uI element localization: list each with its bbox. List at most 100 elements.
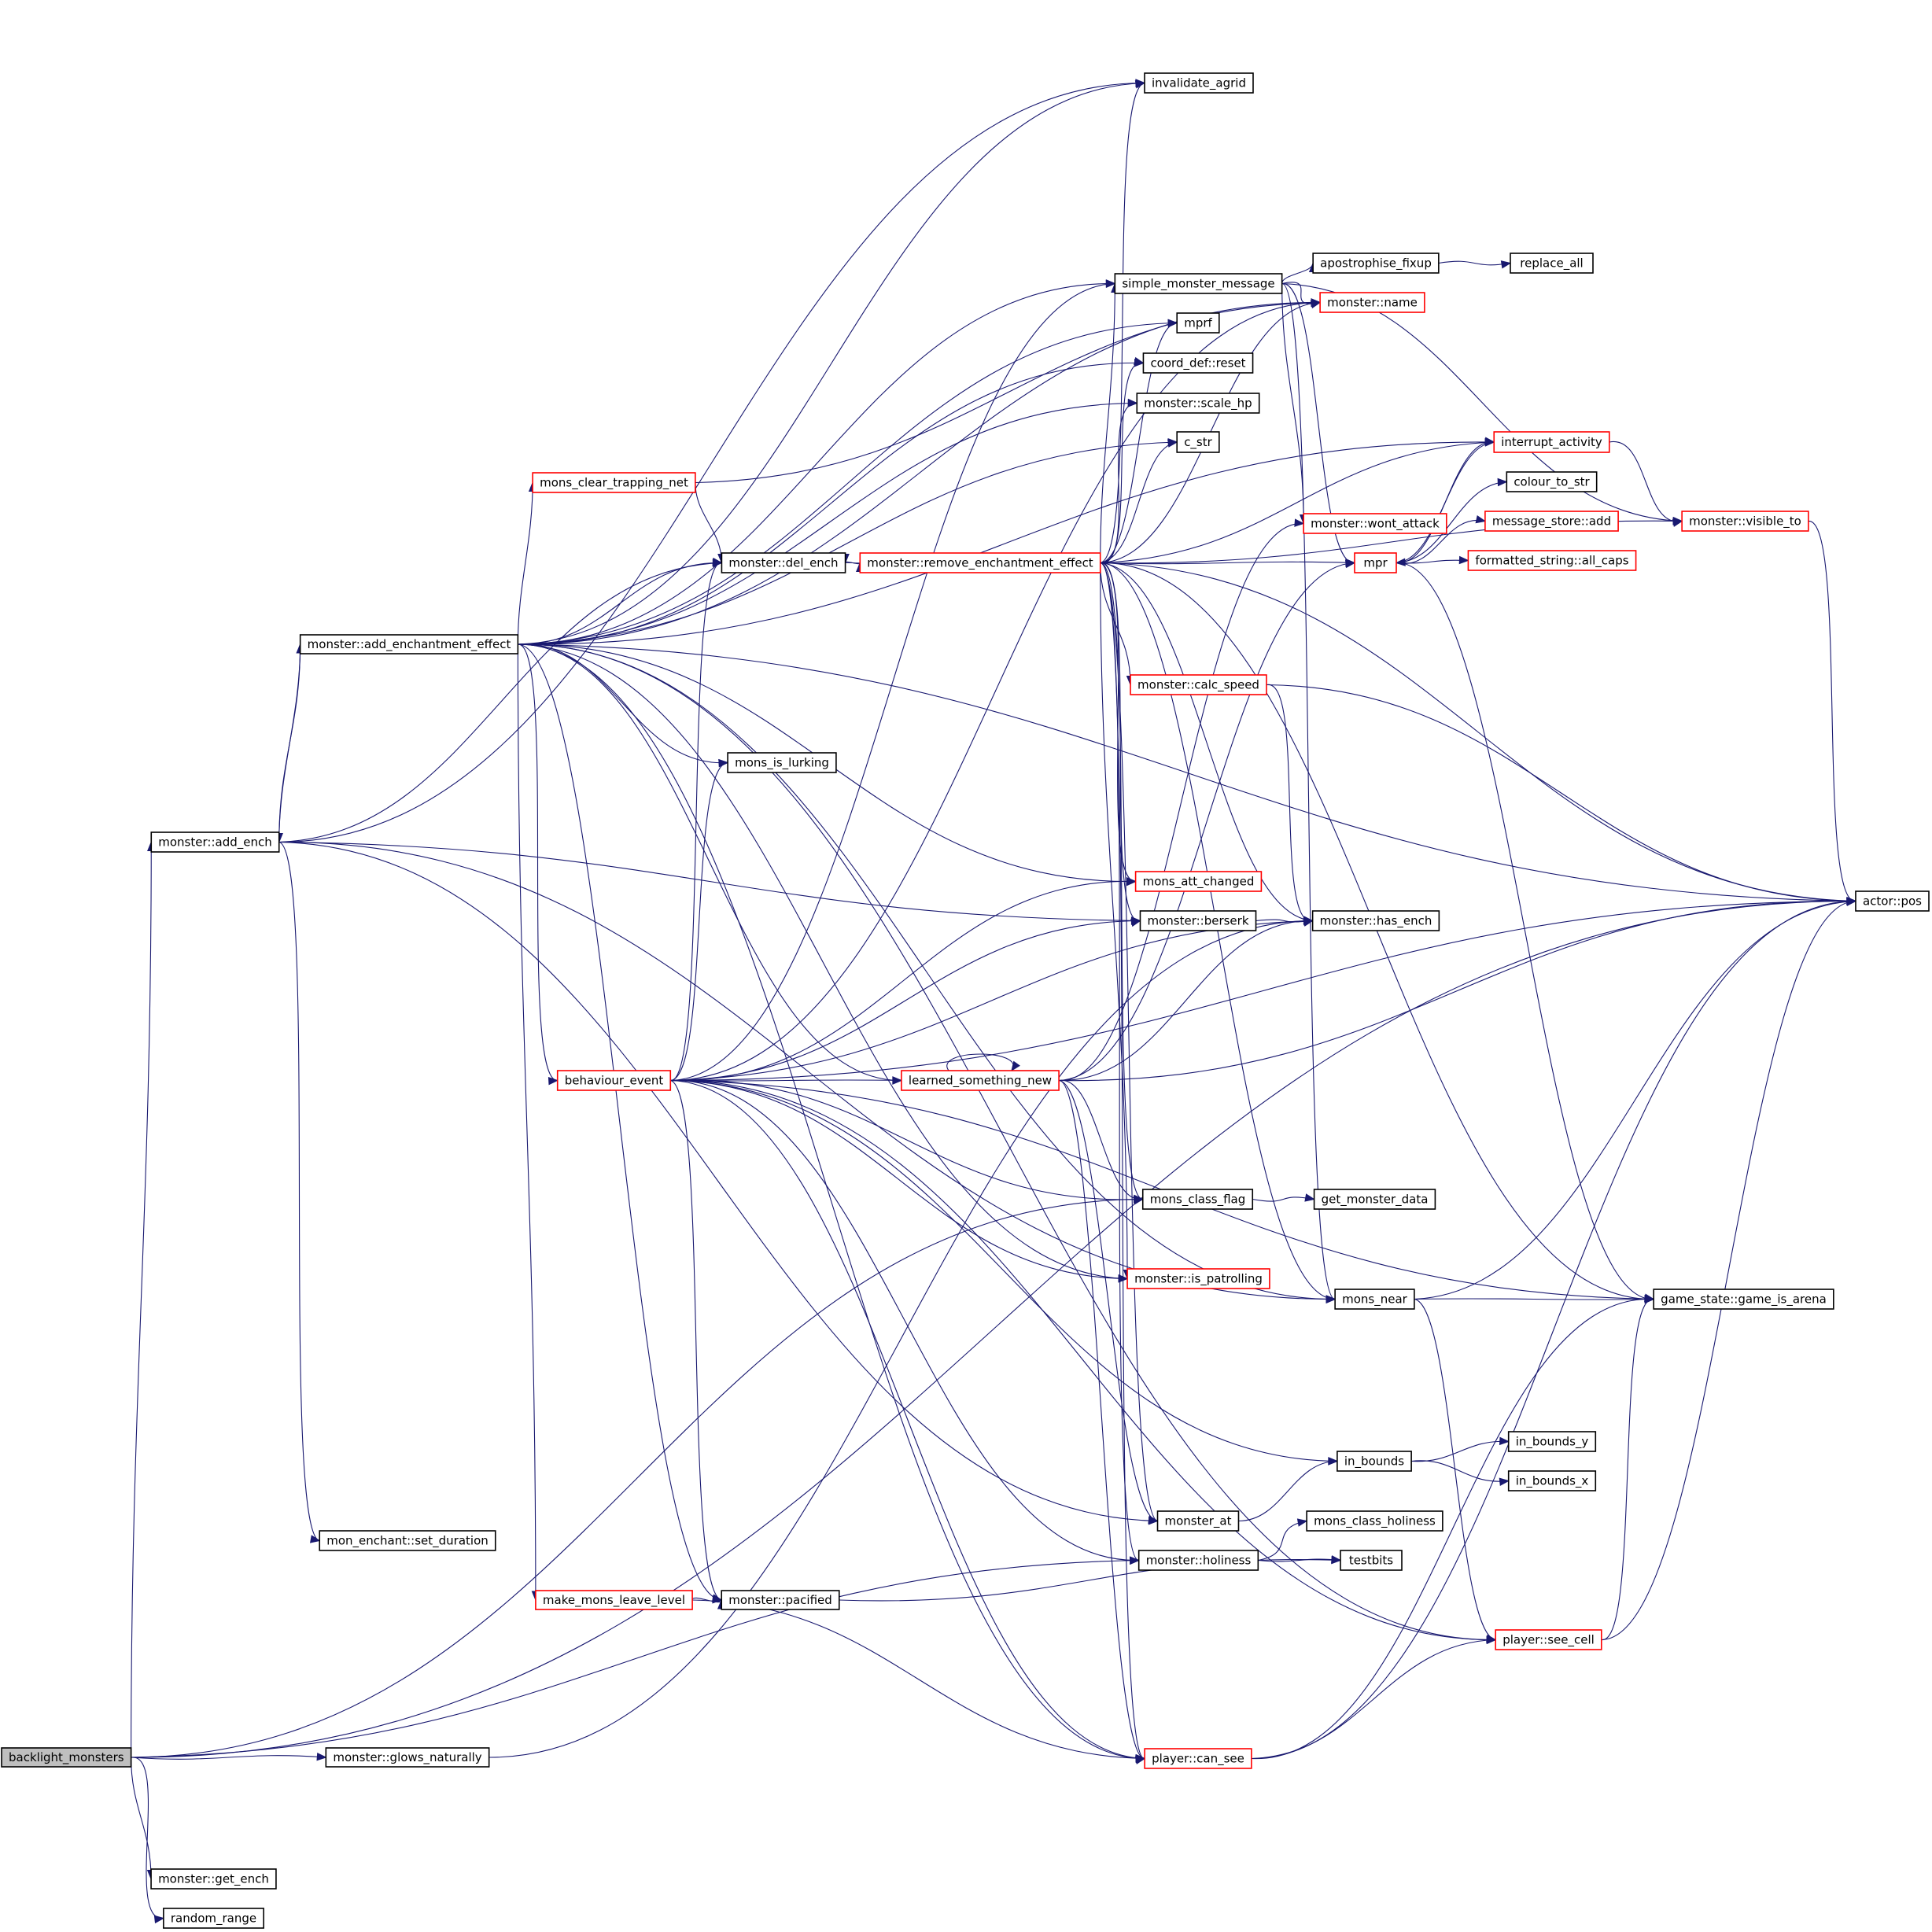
node-mons-clear-trapping-net[interactable]: mons_clear_trapping_net <box>532 472 696 493</box>
node-box[interactable] <box>721 552 846 573</box>
node-box[interactable] <box>721 1590 840 1610</box>
node-box[interactable] <box>150 831 280 853</box>
node-box[interactable] <box>1319 292 1425 313</box>
node-box[interactable] <box>1141 1189 1254 1210</box>
node-mons-near[interactable]: mons_near <box>1334 1289 1415 1310</box>
node-in-bounds-x[interactable]: in_bounds_x <box>1507 1470 1597 1491</box>
node-get-ench[interactable]: monster::get_ench <box>150 1868 277 1890</box>
node-has-ench[interactable]: monster::has_ench <box>1311 910 1440 931</box>
node-message-store-add[interactable]: message_store::add <box>1484 511 1619 532</box>
node-box[interactable] <box>299 634 519 654</box>
node-all-caps[interactable]: formatted_string::all_caps <box>1467 550 1637 571</box>
node-box[interactable] <box>859 552 1101 573</box>
node-monster-name[interactable]: monster::name <box>1319 292 1425 313</box>
node-invalidate-agrid[interactable]: invalidate_agrid <box>1144 72 1254 94</box>
node-box[interactable] <box>319 1530 496 1551</box>
node-mons-is-lurking[interactable]: mons_is_lurking <box>727 752 837 773</box>
node-box[interactable] <box>1142 352 1254 374</box>
node-box[interactable] <box>1137 1550 1259 1571</box>
node-box[interactable] <box>1126 1268 1270 1289</box>
node-box[interactable] <box>532 472 696 493</box>
node-box[interactable] <box>1510 253 1594 274</box>
node-mons-class-holiness[interactable]: mons_class_holiness <box>1306 1510 1443 1532</box>
node-box[interactable] <box>1337 1451 1412 1472</box>
node-colour-to-str[interactable]: colour_to_str <box>1506 471 1598 492</box>
node-berserk[interactable]: monster::berserk <box>1139 910 1257 931</box>
node-box[interactable] <box>1484 511 1619 532</box>
node-visible-to[interactable]: monster::visible_to <box>1681 511 1809 532</box>
node-random-range[interactable]: random_range <box>163 1908 264 1929</box>
node-game-is-arena[interactable]: game_state::game_is_arena <box>1653 1289 1834 1310</box>
node-c-str[interactable]: c_str <box>1176 431 1220 453</box>
node-mprf[interactable]: mprf <box>1176 312 1220 334</box>
node-box[interactable] <box>1144 1748 1252 1769</box>
node-box[interactable] <box>1114 273 1283 294</box>
node-scale-hp[interactable]: monster::scale_hp <box>1136 393 1260 414</box>
node-backlight-monsters[interactable]: backlight_monsters <box>1 1747 132 1768</box>
node-box[interactable] <box>1507 1431 1597 1452</box>
node-box[interactable] <box>1312 253 1440 274</box>
node-holiness[interactable]: monster::holiness <box>1137 1550 1259 1571</box>
node-mpr[interactable]: mpr <box>1354 552 1397 573</box>
node-make-mons-leave-level[interactable]: make_mons_leave_level <box>535 1590 693 1610</box>
node-set-duration[interactable]: mon_enchant::set_duration <box>319 1530 496 1551</box>
node-add-ench[interactable]: monster::add_ench <box>150 831 280 853</box>
node-box[interactable] <box>1495 1629 1602 1650</box>
node-box[interactable] <box>1130 674 1267 695</box>
node-add-enchantment-effect[interactable]: monster::add_enchantment_effect <box>299 634 519 654</box>
node-box[interactable] <box>1493 431 1610 453</box>
node-remove-enchantment-effect[interactable]: monster::remove_enchantment_effect <box>859 552 1101 573</box>
node-box[interactable] <box>163 1908 264 1929</box>
node-can-see[interactable]: player::can_see <box>1144 1748 1252 1769</box>
node-glows-naturally[interactable]: monster::glows_naturally <box>325 1747 490 1768</box>
node-box[interactable] <box>1311 910 1440 931</box>
node-box[interactable] <box>535 1590 693 1610</box>
node-simple-monster-message[interactable]: simple_monster_message <box>1114 273 1283 294</box>
node-box[interactable] <box>1467 550 1637 571</box>
node-box[interactable] <box>901 1070 1060 1091</box>
node-in-bounds-y[interactable]: in_bounds_y <box>1507 1431 1597 1452</box>
node-box[interactable] <box>325 1747 490 1768</box>
node-monster-at[interactable]: monster_at <box>1156 1510 1240 1532</box>
node-box[interactable] <box>1681 511 1809 532</box>
node-box[interactable] <box>556 1070 672 1091</box>
node-get-monster-data[interactable]: get_monster_data <box>1313 1189 1436 1210</box>
node-box[interactable] <box>1334 1289 1415 1310</box>
node-box[interactable] <box>1303 513 1447 534</box>
node-del-ench[interactable]: monster::del_ench <box>721 552 846 573</box>
node-box[interactable] <box>1136 393 1260 414</box>
node-box[interactable] <box>150 1868 277 1890</box>
node-in-bounds[interactable]: in_bounds <box>1337 1451 1412 1472</box>
node-box[interactable] <box>1507 1470 1597 1491</box>
node-mons-att-changed[interactable]: mons_att_changed <box>1134 871 1263 892</box>
node-box[interactable] <box>1139 910 1257 931</box>
node-is-patrolling[interactable]: monster::is_patrolling <box>1126 1268 1270 1289</box>
node-box[interactable] <box>1 1747 132 1768</box>
node-box[interactable] <box>1313 1189 1436 1210</box>
node-wont-attack[interactable]: monster::wont_attack <box>1303 513 1447 534</box>
node-box[interactable] <box>1156 1510 1240 1532</box>
node-box[interactable] <box>1653 1289 1834 1310</box>
node-see-cell[interactable]: player::see_cell <box>1495 1629 1602 1650</box>
node-calc-speed[interactable]: monster::calc_speed <box>1130 674 1267 695</box>
node-actor-pos[interactable]: actor::pos <box>1855 890 1930 912</box>
node-box[interactable] <box>1855 890 1930 912</box>
node-box[interactable] <box>727 752 837 773</box>
node-learned-something-new[interactable]: learned_something_new <box>901 1070 1060 1091</box>
node-coord-reset[interactable]: coord_def::reset <box>1142 352 1254 374</box>
node-apostrophise-fixup[interactable]: apostrophise_fixup <box>1312 253 1440 274</box>
node-pacified[interactable]: monster::pacified <box>721 1590 840 1610</box>
node-box[interactable] <box>1354 552 1397 573</box>
node-box[interactable] <box>1506 471 1598 492</box>
node-box[interactable] <box>1176 312 1220 334</box>
node-interrupt-activity[interactable]: interrupt_activity <box>1493 431 1610 453</box>
node-mons-class-flag[interactable]: mons_class_flag <box>1141 1189 1254 1210</box>
node-box[interactable] <box>1144 72 1254 94</box>
node-box[interactable] <box>1306 1510 1443 1532</box>
node-testbits[interactable]: testbits <box>1340 1550 1403 1571</box>
node-box[interactable] <box>1176 431 1220 453</box>
node-box[interactable] <box>1340 1550 1403 1571</box>
node-box[interactable] <box>1134 871 1263 892</box>
node-behaviour-event[interactable]: behaviour_event <box>556 1070 672 1091</box>
node-replace-all[interactable]: replace_all <box>1510 253 1594 274</box>
